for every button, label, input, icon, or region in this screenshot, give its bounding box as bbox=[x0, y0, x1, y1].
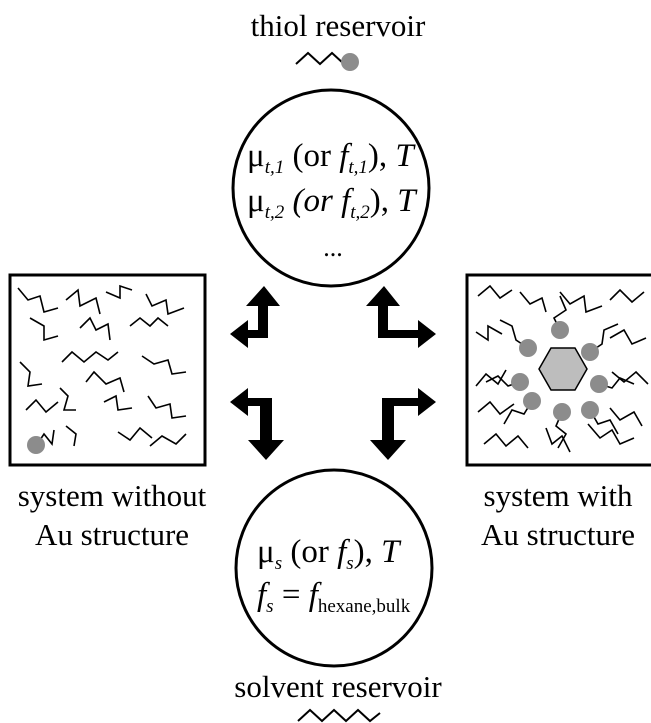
arrow-lower-left bbox=[230, 388, 284, 460]
thiol-chain-icon bbox=[295, 51, 359, 71]
thiol-reservoir-label: thiol reservoir bbox=[251, 8, 426, 43]
solvent-chains-left bbox=[17, 284, 187, 447]
thiol-ellipsis: ... bbox=[323, 233, 343, 262]
au-hexagon bbox=[538, 347, 588, 391]
arrow-upper-left bbox=[230, 286, 280, 348]
exchange-arrows bbox=[230, 286, 436, 460]
thiol-chain-in-left-box bbox=[27, 429, 55, 454]
system-with-label-line2: Au structure bbox=[481, 517, 635, 552]
thiol-reservoir-circle bbox=[231, 88, 431, 288]
arrow-upper-right bbox=[366, 286, 436, 348]
solvent-reservoir-label: solvent reservoir bbox=[234, 669, 442, 704]
thiol-beads bbox=[511, 321, 608, 421]
solvent-chain-icon bbox=[297, 708, 381, 723]
system-without-au-box bbox=[8, 273, 207, 467]
system-with-label-line1: system with bbox=[484, 478, 633, 513]
au-nanoparticle bbox=[485, 295, 635, 449]
solvent-param-line-1: μs (or fs), T bbox=[257, 534, 402, 574]
solvent-chains-right bbox=[475, 284, 649, 453]
system-without-label-line2: Au structure bbox=[35, 517, 189, 552]
solvent-reservoir-circle bbox=[234, 468, 434, 668]
arrow-lower-right bbox=[370, 388, 436, 460]
system-without-label-line1: system without bbox=[18, 478, 207, 513]
